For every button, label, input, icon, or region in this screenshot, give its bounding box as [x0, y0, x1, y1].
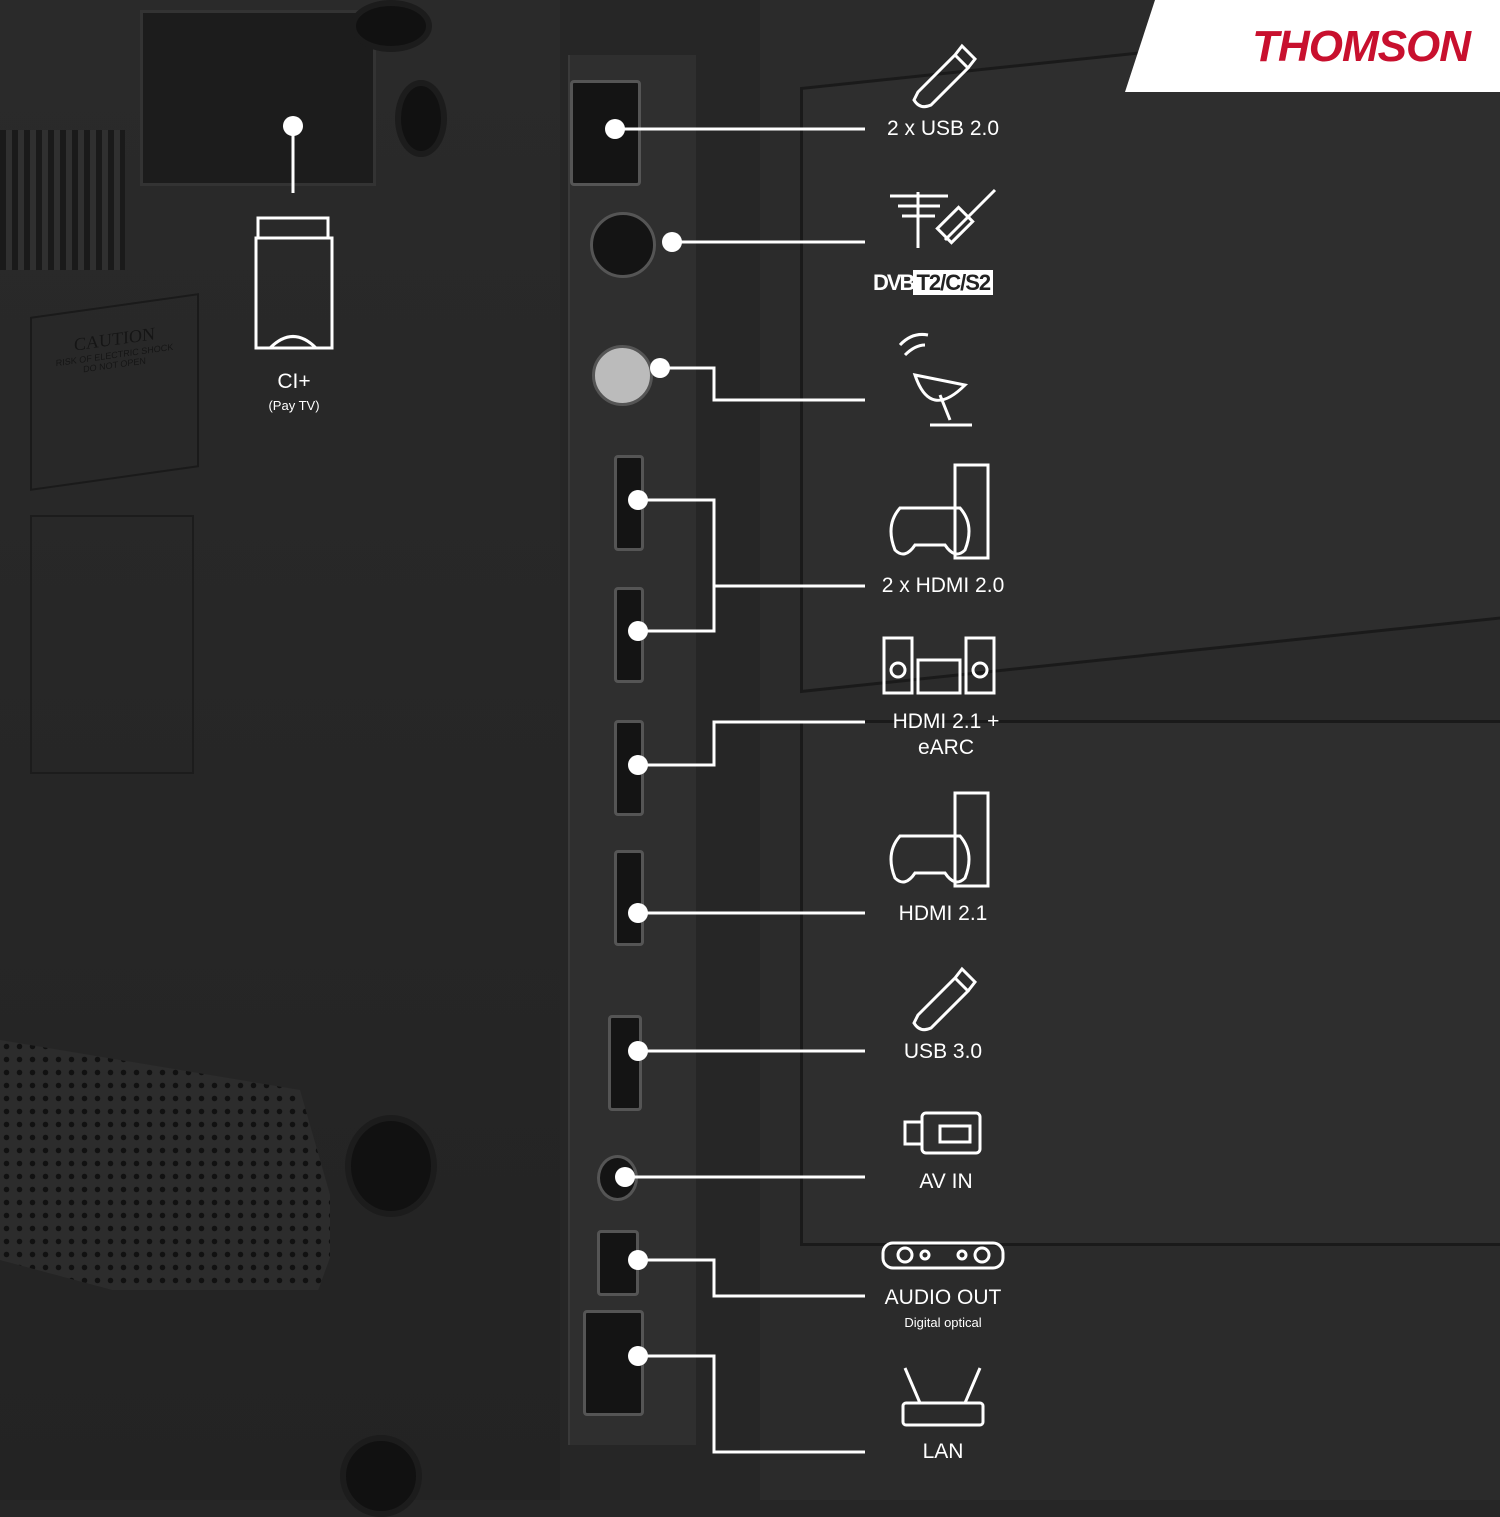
router-icon	[901, 1367, 985, 1427]
ci-label: CI+	[277, 370, 311, 393]
panel-section	[800, 720, 1500, 1246]
brand-logo: THOMSON	[1125, 0, 1500, 92]
camcorder-icon	[903, 1111, 982, 1155]
usb-stick-icon	[912, 966, 977, 1032]
callout-line-satellite	[660, 366, 865, 402]
ci-card-icon	[254, 216, 334, 350]
label-recess	[30, 515, 194, 774]
callout-dot	[283, 116, 303, 136]
satellite-port	[592, 345, 653, 406]
usb2-label: 2 x USB 2.0	[886, 117, 1000, 140]
lan-label: LAN	[922, 1440, 964, 1463]
hdmi4-port	[614, 850, 644, 946]
callout-dot	[628, 621, 648, 641]
callout-dot	[662, 232, 682, 252]
ci-slot-recess	[140, 10, 376, 186]
dvb-standards: T2/C/S2	[913, 270, 994, 295]
brand-logo-text: THOMSON	[1252, 22, 1471, 71]
callout-line-optical	[638, 1258, 865, 1298]
soundbar-icon	[881, 1241, 1005, 1270]
satellite-dish-icon	[898, 333, 972, 427]
callout-line-lan	[638, 1354, 865, 1454]
av-in-label: AV IN	[919, 1170, 973, 1193]
antenna-cable-icon	[890, 188, 997, 248]
hdmi21-earc-label2: eARC	[917, 736, 975, 759]
screw-hole	[350, 0, 432, 52]
game-console-icon	[889, 463, 990, 560]
screw-hole	[395, 80, 447, 157]
usb2-port	[570, 80, 641, 186]
audio-out-sublabel: Digital optical	[904, 1315, 982, 1330]
callout-dot	[605, 119, 625, 139]
callout-dot	[628, 490, 648, 510]
wall-mount-boss	[345, 1115, 437, 1217]
vent-grille	[0, 130, 125, 270]
callout-dot	[628, 1041, 648, 1061]
usb3-port	[608, 1015, 642, 1111]
callout-dot	[628, 1250, 648, 1270]
antenna-port	[590, 212, 656, 278]
hdmi20-label: 2 x HDMI 2.0	[881, 574, 1005, 597]
callout-dot	[615, 1167, 635, 1187]
game-console-icon	[889, 791, 990, 888]
dvb-logo-mark: DVB	[873, 270, 915, 295]
home-theater-icon	[882, 636, 996, 695]
callout-dot	[650, 358, 670, 378]
ci-sublabel: (Pay TV)	[268, 398, 320, 413]
hdmi21-earc-label: HDMI 2.1 +	[892, 710, 1000, 733]
usb-stick-icon	[912, 43, 977, 109]
callout-dot	[628, 903, 648, 923]
callout-line-hdmi12	[638, 498, 716, 633]
callout-dot	[628, 755, 648, 775]
audio-out-label: AUDIO OUT	[884, 1286, 1002, 1309]
hdmi21-label: HDMI 2.1	[898, 902, 988, 925]
callout-line-hdmi3	[638, 720, 865, 767]
callout-dot	[628, 1346, 648, 1366]
usb3-label: USB 3.0	[903, 1040, 983, 1063]
